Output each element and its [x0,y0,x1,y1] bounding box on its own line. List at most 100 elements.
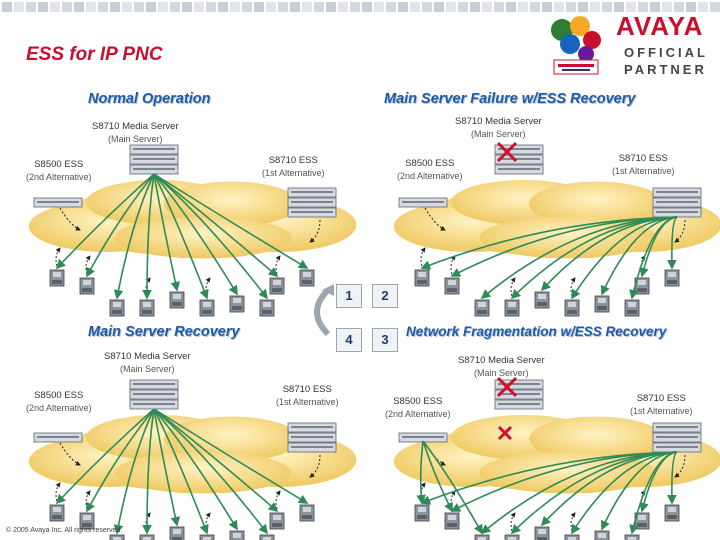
p4-ess-2nd-label: S8500 ESS(2nd Alternative) [26,390,92,413]
band-square [554,2,564,12]
world-cup-logo [551,16,601,75]
band-square [422,2,432,12]
signal-link [86,408,155,513]
phone-icon [229,530,245,540]
band-square [362,2,372,12]
phone-icon [624,299,640,317]
band-square [230,2,240,12]
server-icon [33,432,83,443]
server-icon [652,187,702,198]
panel-fragmentation-graphics [393,376,720,540]
copyright-text: © 2005 Avaya Inc. All rights reserved. [6,527,123,534]
band-square [110,2,120,12]
p1-main-server-label: S8710 Media Server(Main Server) [92,121,179,144]
server-icon [287,422,337,433]
server-icon [652,197,702,208]
server-icon [494,144,544,155]
signal-link [571,216,678,300]
page-title: ESS for IP PNC [26,44,163,65]
p2-main-server-label: S8710 Media Server(Main Server) [455,116,542,139]
panel-main-recovery-graphics [28,379,357,540]
signal-link [55,173,155,270]
dashed-link [674,454,686,478]
dashed-link [450,490,456,510]
phone-icon [594,295,610,313]
band-square [374,2,384,12]
band-square [254,2,264,12]
signal-link [86,173,155,278]
step-number-3: 3 [372,328,398,352]
server-icon [652,442,702,453]
server-icon [287,197,337,208]
signal-link [153,408,279,513]
band-square [302,2,312,12]
p3-main-server-label: S8710 Media Server(Main Server) [458,355,545,378]
band-square [50,2,60,12]
band-square [686,2,696,12]
band-square [578,2,588,12]
band-square [134,2,144,12]
phone-icon [299,504,315,522]
band-square [74,2,84,12]
phone-icon [259,534,275,540]
signal-link [420,216,678,270]
server-icon [494,154,544,165]
band-square [326,2,336,12]
phone-icon [299,269,315,287]
phone-icon [79,277,95,295]
signal-link [153,408,209,535]
server-icon [652,422,702,433]
signal-link [153,408,181,527]
p1-ess-1st-label: S8710 ESS(1st Alternative) [262,155,325,178]
center-cycle-graphics [314,284,334,337]
server-icon [129,379,179,390]
panel-title-main-failure: Main Server Failure w/ESS Recovery [384,91,636,107]
dashed-link [59,442,81,466]
signal-link [667,216,678,270]
phone-icon [199,299,215,317]
signal-link [142,173,155,300]
dashed-link [424,207,446,231]
server-icon [287,432,337,443]
band-square [566,2,576,12]
phone-icon [259,299,275,317]
phone-icon [269,512,285,530]
phone-icon [139,299,155,317]
avaya-logo: AVAYA [616,11,704,41]
band-square [122,2,132,12]
p2-ess-2nd-label: S8500 ESS(2nd Alternative) [397,158,463,181]
panel-title-main-recovery: Main Server Recovery [88,324,240,340]
signal-link [142,408,155,535]
signal-link [600,451,678,531]
phone-icon [664,504,680,522]
band-square [242,2,252,12]
band-square [602,2,612,12]
band-square [494,2,504,12]
server-icon [129,144,179,155]
band-square [542,2,552,12]
signal-link [629,216,678,300]
server-icon [494,389,544,400]
panel-main-failure-graphics [393,141,720,317]
signal-link [55,408,155,505]
server-icon [398,432,448,443]
signal-link [153,173,268,300]
band-square [146,2,156,12]
server-icon [129,164,179,175]
band-square [218,2,228,12]
phone-icon [474,534,490,540]
signal-link [153,173,279,278]
phone-icon [269,277,285,295]
step-number-4: 4 [336,328,362,352]
band-square [710,2,720,12]
dashed-link [275,255,281,275]
band-square [698,2,708,12]
band-square [434,2,444,12]
band-square [194,2,204,12]
p3-ess-1st-label: S8710 ESS(1st Alternative) [630,393,693,416]
band-square [674,2,684,12]
phone-icon [474,299,490,317]
phone-icon [444,277,460,295]
band-square [482,2,492,12]
